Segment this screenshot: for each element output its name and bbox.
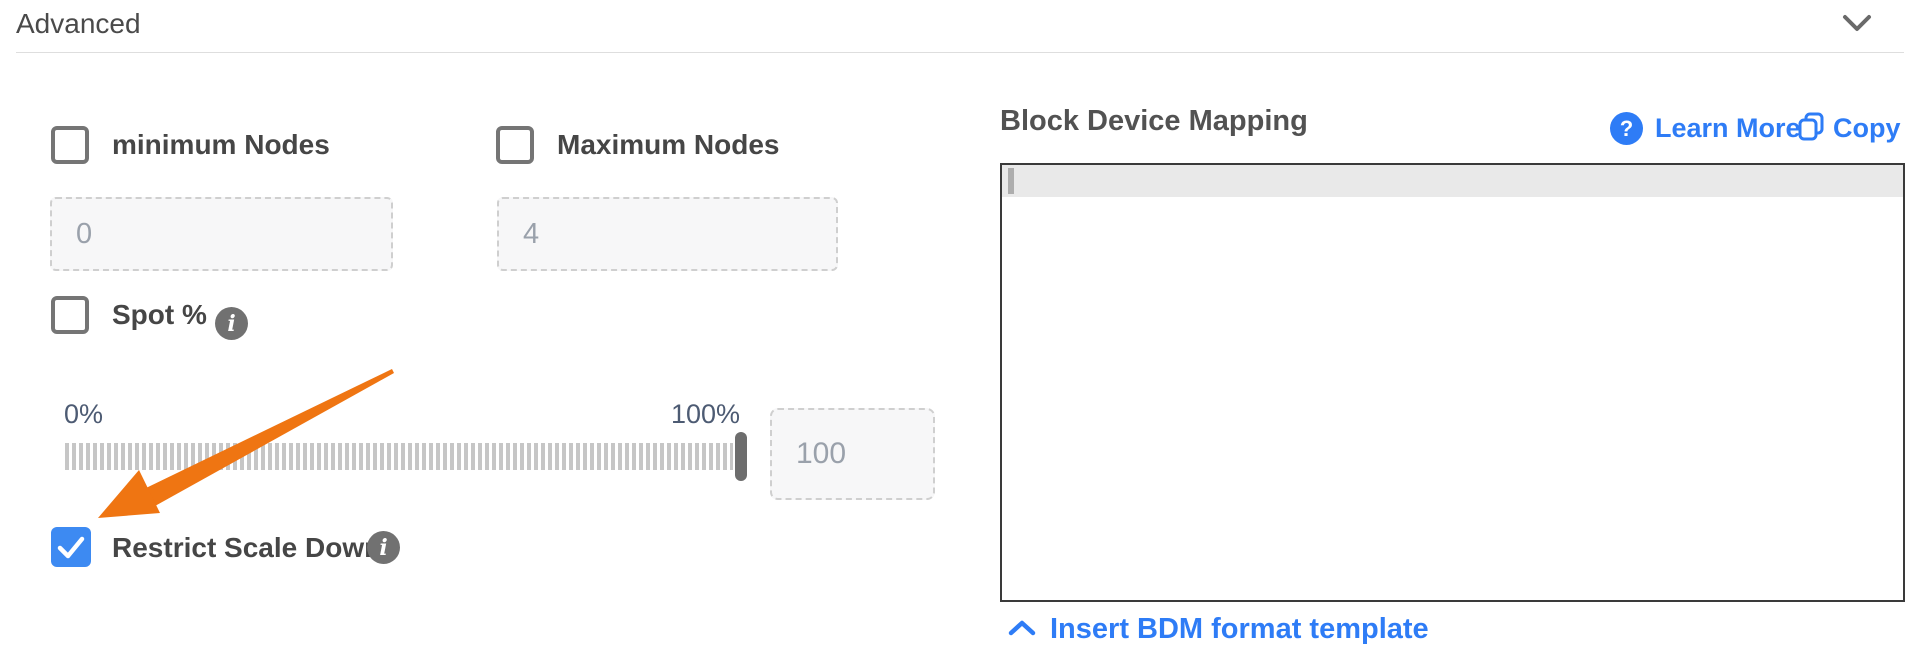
editor-cursor — [1008, 168, 1014, 194]
learn-more-link[interactable]: Learn More — [1655, 113, 1801, 143]
maximum-nodes-value: 4 — [523, 217, 540, 250]
info-glyph: i — [379, 534, 388, 561]
bdm-heading: Block Device Mapping — [1000, 105, 1308, 137]
slider-max-label: 100% — [670, 399, 740, 429]
spot-percent-slider-handle[interactable] — [735, 432, 747, 481]
chevron-up-icon[interactable] — [1008, 619, 1036, 637]
maximum-nodes-label: Maximum Nodes — [557, 129, 780, 160]
spot-percent-checkbox[interactable] — [51, 296, 89, 334]
insert-bdm-template-link[interactable]: Insert BDM format template — [1050, 613, 1429, 645]
spot-percent-value: 100 — [796, 437, 847, 470]
check-icon — [51, 527, 91, 567]
help-icon[interactable]: ? — [1610, 112, 1643, 145]
restrict-scale-down-checkbox[interactable] — [51, 527, 91, 567]
minimum-nodes-checkbox[interactable] — [51, 126, 89, 164]
info-glyph: i — [227, 310, 236, 337]
section-title: Advanced — [16, 8, 141, 39]
copy-button[interactable]: Copy — [1833, 113, 1901, 143]
info-icon[interactable]: i — [367, 531, 400, 564]
copy-icon[interactable] — [1797, 111, 1825, 143]
spot-percent-slider-track[interactable] — [65, 443, 733, 470]
maximum-nodes-checkbox[interactable] — [496, 126, 534, 164]
info-icon[interactable]: i — [215, 307, 248, 340]
restrict-scale-down-label: Restrict Scale Down — [112, 532, 382, 563]
header-divider — [16, 52, 1904, 53]
spot-percent-label: Spot % — [112, 299, 207, 330]
editor-active-line — [1002, 165, 1903, 197]
minimum-nodes-value: 0 — [76, 217, 93, 250]
help-glyph: ? — [1619, 115, 1634, 141]
maximum-nodes-input[interactable]: 4 — [497, 197, 838, 271]
minimum-nodes-input[interactable]: 0 — [50, 197, 393, 271]
minimum-nodes-label: minimum Nodes — [112, 129, 330, 160]
spot-percent-input[interactable]: 100 — [770, 408, 935, 500]
slider-min-label: 0% — [64, 399, 104, 429]
chevron-down-icon[interactable] — [1842, 14, 1872, 34]
bdm-code-editor[interactable] — [1000, 163, 1905, 602]
